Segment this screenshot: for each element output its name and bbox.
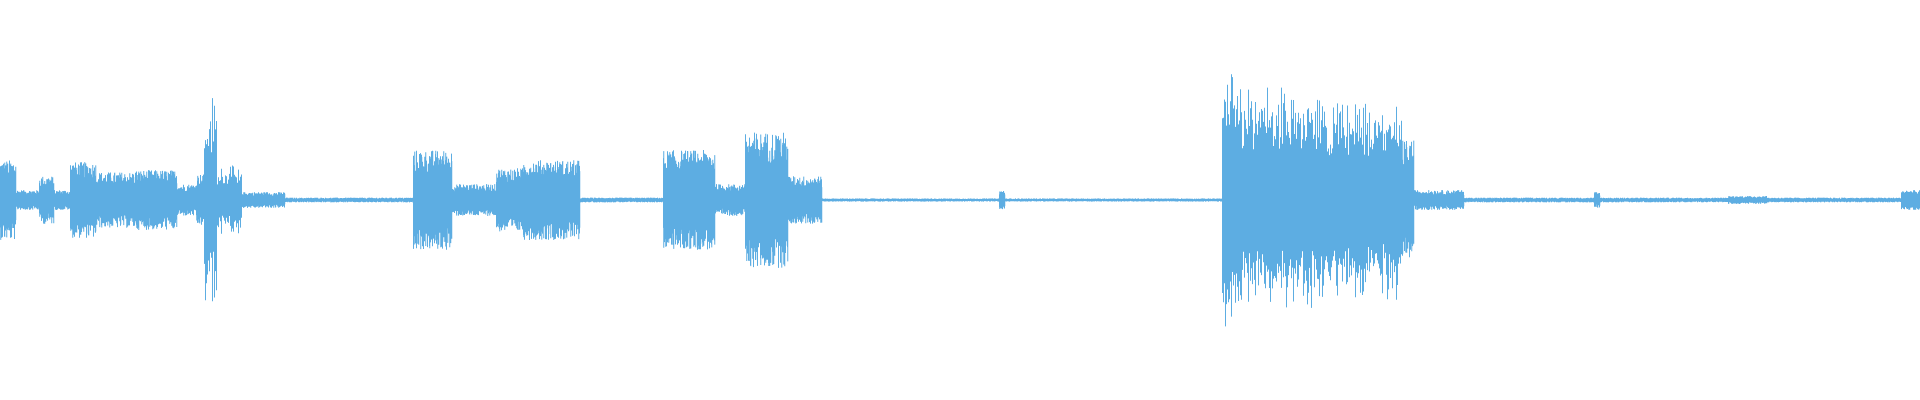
waveform-samples [0,74,1920,327]
